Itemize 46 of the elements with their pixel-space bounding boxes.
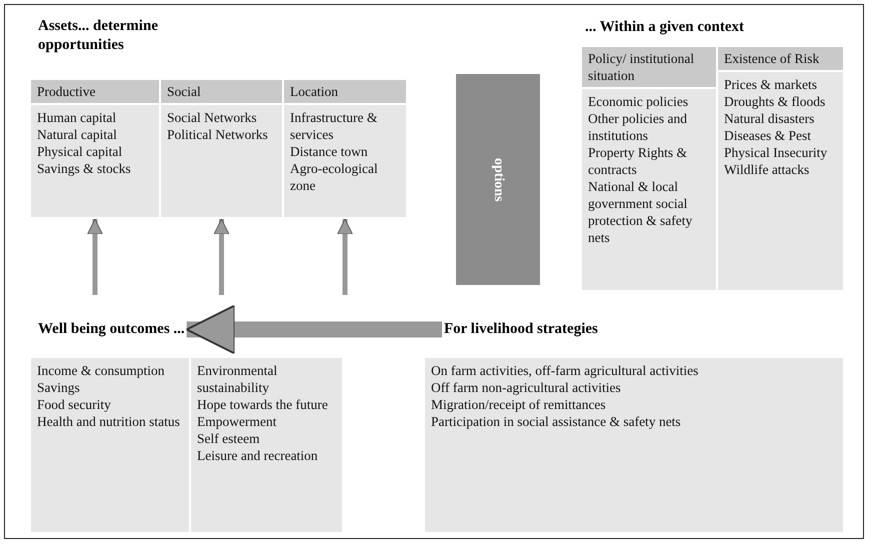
cell-text: Diseases & Pest bbox=[724, 127, 812, 144]
cell-text: Health and nutrition status bbox=[37, 413, 181, 430]
cell-text: Leisure and recreation bbox=[197, 447, 319, 464]
cell-text: Off farm non-agricultural activities bbox=[431, 379, 622, 396]
arrow bbox=[186, 304, 442, 354]
cell-text: Income & consumption bbox=[37, 362, 166, 379]
cell-text: Physical capital bbox=[37, 143, 124, 160]
cell-text: Food security bbox=[37, 396, 112, 413]
cell-text: Other policies and institutions bbox=[588, 110, 688, 144]
section-heading: ... Within a given context bbox=[585, 18, 744, 37]
cell-text: Environmental sustainability bbox=[197, 362, 278, 396]
options-bar: options bbox=[456, 74, 540, 285]
cell-text: Infrastructure & services bbox=[290, 109, 378, 143]
table-header-cell: Policy/ institutional situation bbox=[582, 47, 716, 87]
section-heading: Well being outcomes ... bbox=[38, 320, 185, 339]
arrow bbox=[337, 218, 353, 295]
table-header-cell: Productive bbox=[31, 80, 159, 103]
cell-text: Property Rights & contracts bbox=[588, 144, 688, 178]
cell-text: Droughts & floods bbox=[724, 93, 826, 110]
cell-text: Wildlife attacks bbox=[724, 161, 810, 178]
cell-text: Prices & markets bbox=[724, 76, 818, 93]
cell-text: Hope towards the future bbox=[197, 396, 329, 413]
cell-text: Physical Insecurity bbox=[724, 144, 828, 161]
cell-text: Economic policies bbox=[588, 93, 690, 110]
cell-text: Human capital bbox=[37, 109, 118, 126]
table-header-cell: Social bbox=[161, 80, 282, 103]
section-heading: For livelihood strategies bbox=[444, 320, 598, 339]
cell-text: National & local government social protection & safety nets bbox=[588, 178, 694, 246]
arrow bbox=[87, 218, 103, 295]
cell-text: Savings bbox=[37, 379, 81, 396]
cell-text: Social Networks bbox=[167, 109, 258, 126]
cell-text: Natural capital bbox=[37, 126, 118, 143]
cell-text: Self esteem bbox=[197, 430, 261, 447]
arrow bbox=[214, 218, 230, 295]
cell-text: Participation in social assistance & safety nets bbox=[431, 413, 682, 430]
cell-text: Savings & stocks bbox=[37, 160, 132, 177]
cell-text: On farm activities, off-farm agricultural activities bbox=[431, 362, 700, 379]
cell-text: Empowerment bbox=[197, 413, 278, 430]
cell-text: Natural disasters bbox=[724, 110, 816, 127]
cell-text: Distance town bbox=[290, 143, 369, 160]
section-heading: Assets... determine opportunities bbox=[38, 17, 238, 55]
cell-text: Political Networks bbox=[167, 126, 269, 143]
cell-text: Migration/receipt of remittances bbox=[431, 396, 607, 413]
cell-text: Agro-ecological zone bbox=[290, 160, 379, 194]
table-header-cell: Existence of Risk bbox=[718, 47, 843, 70]
table-header-cell: Location bbox=[284, 80, 406, 103]
